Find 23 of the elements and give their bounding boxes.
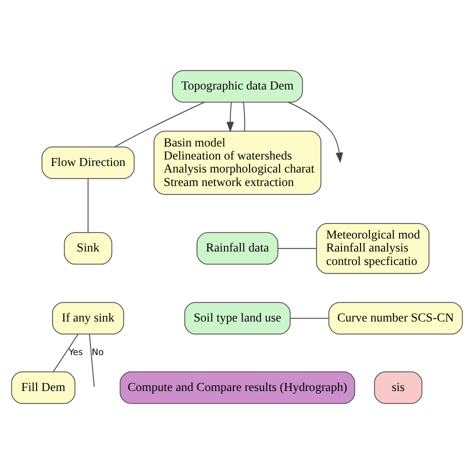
node-box: Fill Dem	[11, 371, 76, 404]
node-box: Compute and Compare results (Hydrograph)	[120, 371, 356, 404]
connector	[242, 102, 246, 132]
arrow	[288, 102, 343, 164]
connector	[52, 334, 79, 372]
node-box: Rainfall data	[196, 232, 278, 265]
connector	[290, 318, 329, 319]
edge-label: Yes	[68, 348, 83, 358]
node-box: Meteorolgical mod Rainfall analysis control specficatio	[316, 222, 430, 274]
node-box: sis	[374, 371, 422, 404]
connector	[114, 102, 205, 148]
connector	[277, 248, 317, 249]
node-box: Flow Direction	[42, 146, 135, 180]
node-box: Topographic data Dem	[172, 70, 303, 103]
connector	[88, 178, 89, 233]
node-box: Soil type land use	[184, 302, 291, 335]
node-box: Curve number SCS-CN	[328, 302, 463, 335]
node-box: Basin model Delineation of watersheds Analysis morphological charat Stream network extraction	[154, 130, 322, 195]
arrow	[226, 102, 234, 132]
node-box: If any sink	[52, 302, 124, 335]
edge-label: No	[92, 348, 104, 358]
node-box: Sink	[64, 232, 112, 265]
connector	[89, 334, 95, 388]
